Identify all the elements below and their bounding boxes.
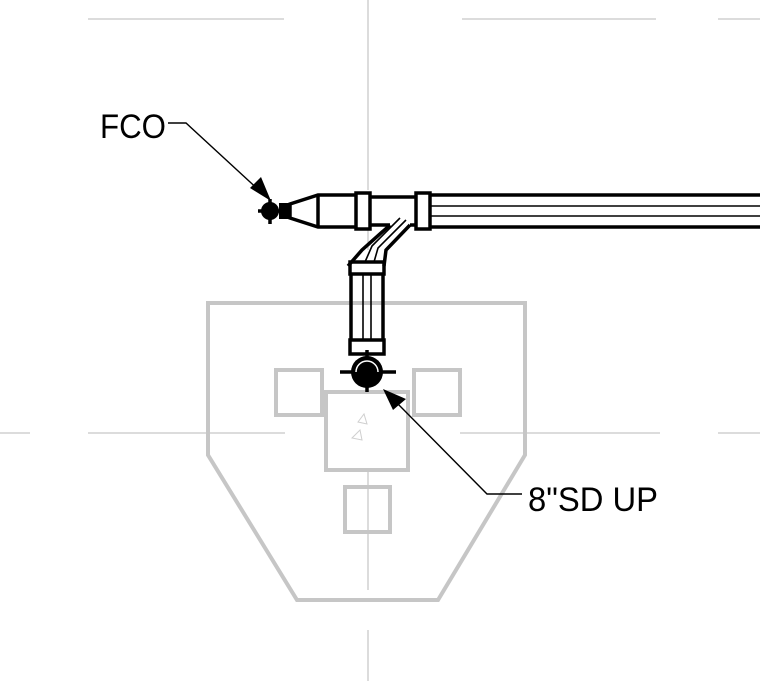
- vertical-pipe: [348, 274, 386, 356]
- horizontal-pipe: [288, 191, 760, 231]
- drain-leader: [383, 389, 522, 495]
- fco-leader: [168, 122, 271, 201]
- branch-elbow: [346, 217, 412, 276]
- drain-up-symbol: [340, 350, 396, 392]
- structure-outline: [206, 301, 527, 602]
- cleanout-plug: [258, 199, 290, 224]
- drain-label: 8"SD UP: [528, 481, 658, 519]
- fco-label: FCO: [100, 108, 166, 146]
